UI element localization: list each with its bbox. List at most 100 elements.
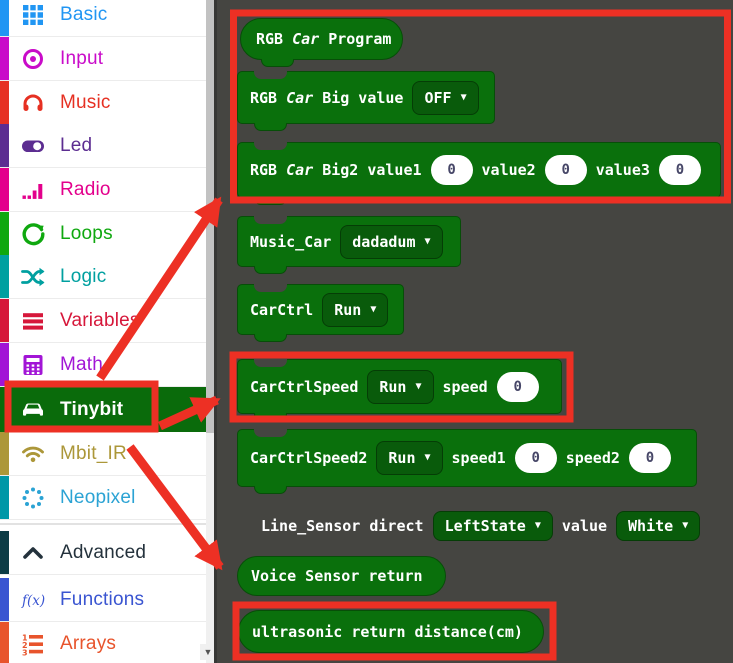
sidebar-item-label: Functions xyxy=(60,588,145,610)
scrollbar-thumb[interactable] xyxy=(206,0,214,433)
block-label: CarCtrl xyxy=(250,300,314,319)
block-carctrl[interactable]: CarCtrl Run▼ xyxy=(237,284,404,342)
number-input-value1[interactable]: 0 xyxy=(430,155,473,185)
block-label: RGB xyxy=(250,88,278,107)
car-icon xyxy=(20,397,46,423)
block-label: ultrasonic return distance(cm) xyxy=(252,622,523,641)
wifi-icon xyxy=(20,441,46,467)
dropdown-white[interactable]: White▼ xyxy=(616,511,701,541)
block-connector-bump xyxy=(254,334,287,342)
sidebar-item-label: Logic xyxy=(60,265,107,287)
block-label: RGB xyxy=(256,30,284,48)
dropdown-run[interactable]: Run▼ xyxy=(367,369,434,404)
sidebar-scrollbar[interactable] xyxy=(206,0,214,663)
block-connector-bump xyxy=(254,486,287,494)
sidebar-item-led[interactable]: Led xyxy=(0,124,206,168)
sidebar-item-math[interactable]: Math xyxy=(0,343,206,387)
block-notch xyxy=(254,284,287,292)
block-connector-bump xyxy=(261,59,294,67)
block-label: value xyxy=(561,517,608,535)
calculator-icon xyxy=(20,352,46,378)
number-input-speed2[interactable]: 0 xyxy=(628,443,671,473)
dropdown-arrow-icon: ▼ xyxy=(682,520,689,531)
block-connector-bump xyxy=(254,266,287,274)
block-notch xyxy=(254,71,287,79)
chevron-down-icon: ▼ xyxy=(203,647,213,657)
block-music-car[interactable]: Music_Car dadadum▼ xyxy=(237,216,461,274)
sidebar-item-variables[interactable]: Variables xyxy=(0,299,206,343)
category-color-stripe xyxy=(0,37,9,80)
block-connector-bump xyxy=(254,197,287,205)
category-color-stripe xyxy=(0,622,9,663)
dropdown-value: Run xyxy=(388,449,416,467)
block-voice-sensor[interactable]: Voice Sensor return xyxy=(237,556,446,596)
sidebar-item-music[interactable]: Music xyxy=(0,81,206,125)
sidebar-item-label: Advanced xyxy=(60,541,147,563)
block-connector-bump xyxy=(254,413,287,421)
number-input-value3[interactable]: 0 xyxy=(658,155,701,185)
sidebar-item-functions[interactable]: f(x) Functions xyxy=(0,578,206,622)
sidebar-item-label: Math xyxy=(60,353,104,375)
sidebar-item-input[interactable]: Input xyxy=(0,37,206,81)
block-carctrlspeed2[interactable]: CarCtrlSpeed2 Run▼ speed1 0 speed2 0 xyxy=(237,429,697,494)
toggle-icon xyxy=(20,133,46,159)
dropdown-arrow-icon: ▼ xyxy=(424,452,431,463)
sidebar-item-label: Neopixel xyxy=(60,486,136,508)
grid-icon xyxy=(20,2,46,28)
sidebar-item-logic[interactable]: Logic xyxy=(0,255,206,299)
block-ultrasonic[interactable]: ultrasonic return distance(cm) xyxy=(238,610,544,653)
block-line-sensor[interactable]: Line_Sensor direct LeftState▼ value Whit… xyxy=(233,505,733,547)
category-color-stripe xyxy=(0,81,9,124)
block-label: Car xyxy=(286,88,314,107)
dropdown-value: LeftState xyxy=(444,517,526,535)
block-label: CarCtrlSpeed xyxy=(250,377,359,396)
sidebar-item-basic[interactable]: Basic xyxy=(0,0,206,37)
block-label: speed2 xyxy=(565,449,620,467)
block-notch xyxy=(254,429,287,437)
dropdown-dadadum[interactable]: dadadum▼ xyxy=(340,224,443,259)
sidebar-item-label: Music xyxy=(60,91,111,113)
sidebar-item-label: Input xyxy=(60,47,104,69)
block-label: speed1 xyxy=(451,449,506,467)
input-circle-icon xyxy=(20,46,46,72)
dropdown-run[interactable]: Run▼ xyxy=(322,292,389,327)
block-carctrlspeed[interactable]: CarCtrlSpeed Run▼ speed 0 xyxy=(237,359,562,421)
block-label: Program xyxy=(328,30,392,48)
dropdown-arrow-icon: ▼ xyxy=(460,91,467,103)
svg-text:3: 3 xyxy=(22,648,28,656)
dropdown-off[interactable]: OFF ▼ xyxy=(412,80,479,115)
sidebar-item-radio[interactable]: Radio xyxy=(0,168,206,212)
block-label: RGB xyxy=(250,161,278,179)
number-input-speed[interactable]: 0 xyxy=(496,371,539,402)
shuffle-icon xyxy=(20,264,46,290)
sidebar-item-tinybit[interactable]: Tinybit xyxy=(0,387,206,432)
block-label: Car xyxy=(286,161,314,179)
dotted-circle-icon xyxy=(20,485,46,511)
block-label: speed xyxy=(442,377,488,396)
category-color-stripe xyxy=(0,343,9,386)
scroll-down-button[interactable]: ▼ xyxy=(200,644,216,660)
sidebar-item-mbit-ir[interactable]: Mbit_IR xyxy=(0,432,206,476)
sidebar-item-neopixel[interactable]: Neopixel xyxy=(0,476,206,520)
sidebar-item-label: Tinybit xyxy=(60,398,124,420)
number-input-value2[interactable]: 0 xyxy=(544,155,587,185)
signal-bars-icon xyxy=(20,177,46,203)
category-sidebar: Basic Input Music Led xyxy=(0,0,206,663)
dropdown-leftstate[interactable]: LeftState▼ xyxy=(432,511,553,541)
category-color-stripe xyxy=(0,124,9,167)
sidebar-item-label: Basic xyxy=(60,3,108,25)
bars-icon xyxy=(20,308,46,334)
sidebar-item-loops[interactable]: Loops xyxy=(0,212,206,256)
sidebar-item-advanced[interactable]: Advanced xyxy=(0,531,206,575)
svg-text:f(x): f(x) xyxy=(21,593,45,609)
category-color-stripe xyxy=(0,255,9,298)
number-input-speed1[interactable]: 0 xyxy=(514,443,557,473)
block-label: Line_Sensor direct xyxy=(261,517,424,535)
dropdown-run[interactable]: Run ▼ xyxy=(376,441,443,475)
dropdown-value: OFF xyxy=(424,88,452,107)
block-notch xyxy=(254,216,287,224)
